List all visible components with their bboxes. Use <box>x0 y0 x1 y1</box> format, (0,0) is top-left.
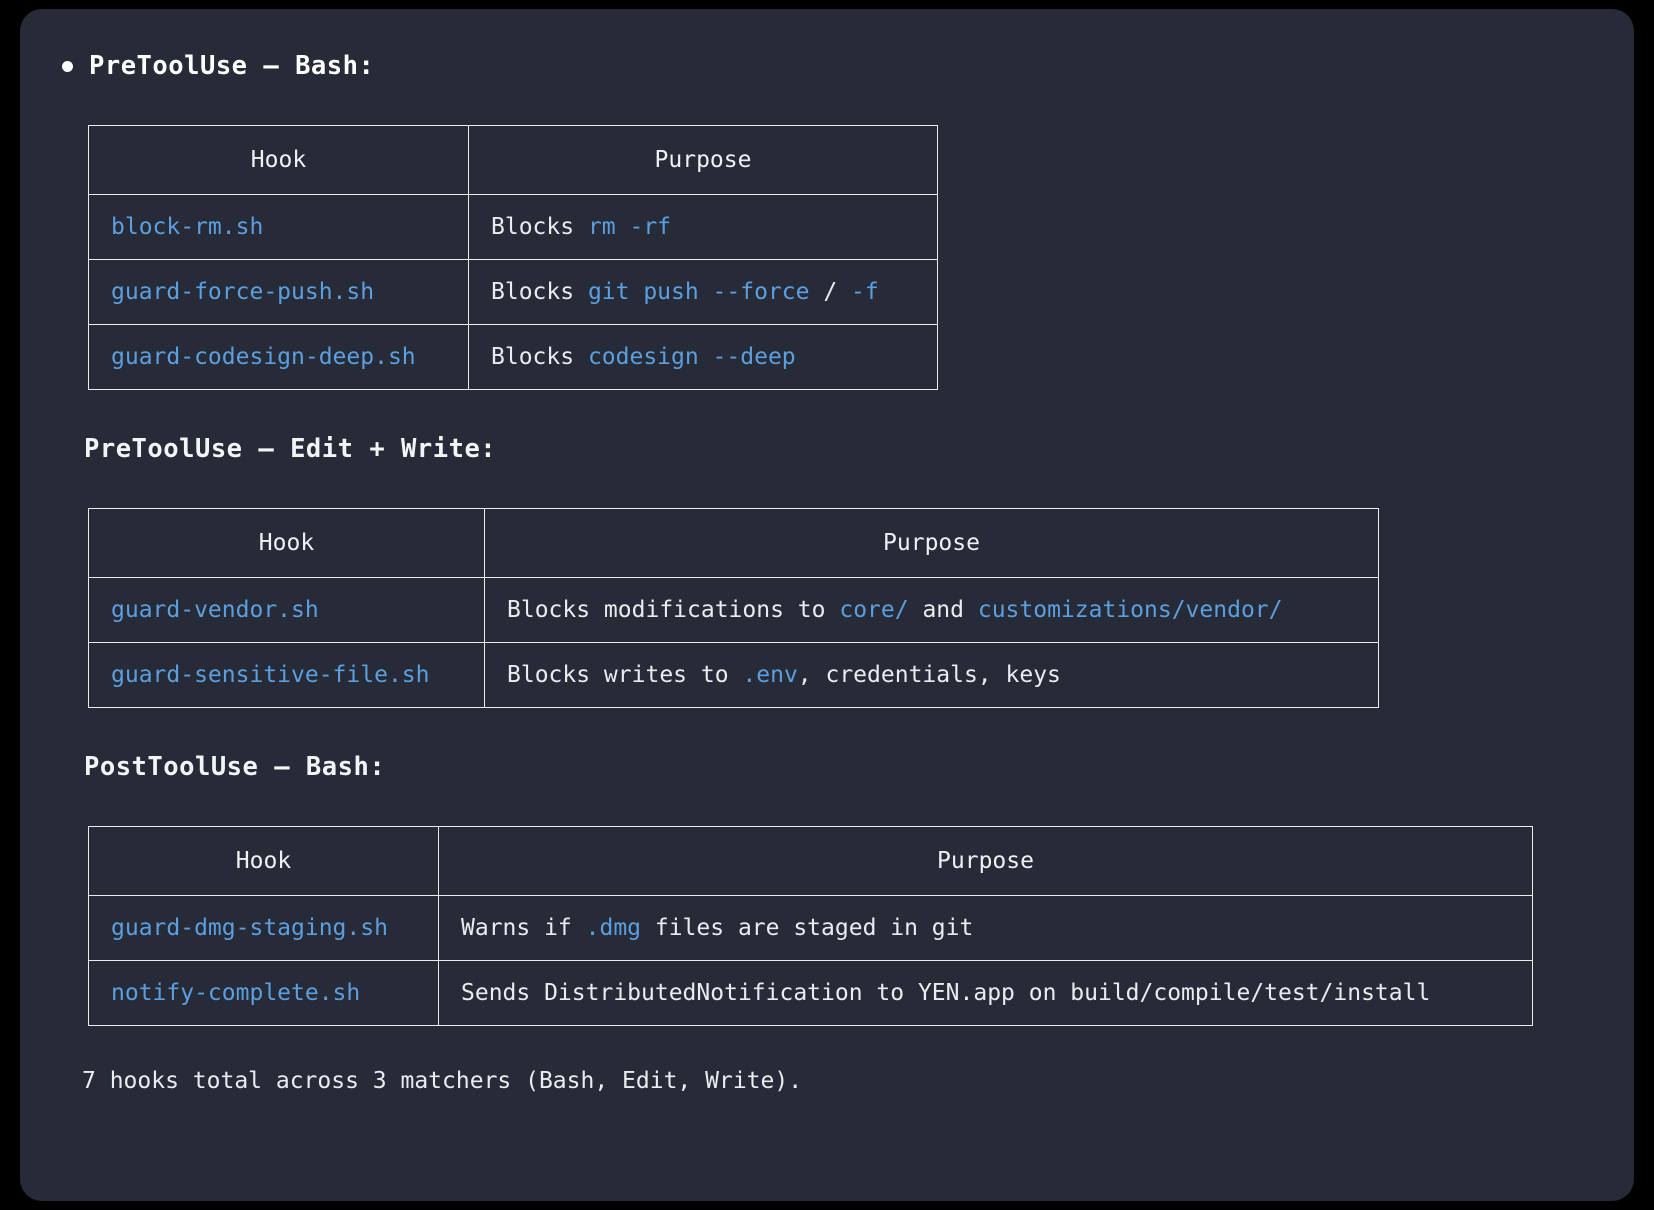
table-body: guard-vendor.sh Blocks modifications to … <box>88 577 1379 708</box>
purpose-cell: Blocks modifications to core/ and custom… <box>484 577 1379 643</box>
code-fragment: core/ <box>839 597 909 623</box>
code-fragment: -f <box>851 279 879 305</box>
purpose-cell: Blocks writes to .env, credentials, keys <box>484 642 1379 708</box>
hook-name-cell: guard-vendor.sh <box>88 577 485 643</box>
purpose-cell: Warns if .dmg files are staged in git <box>438 895 1533 961</box>
purpose-text: and <box>908 597 978 623</box>
purpose-text: Blocks modifications to <box>507 597 840 623</box>
purpose-text: Blocks <box>491 344 588 370</box>
hook-name-cell: guard-force-push.sh <box>88 259 469 325</box>
section-heading-pretooluse-edit-write: PreToolUse — Edit + Write: <box>84 434 1594 464</box>
table-header-row: Hook Purpose <box>88 508 1379 578</box>
hook-name-cell: guard-sensitive-file.sh <box>88 642 485 708</box>
hooks-table-wrapper-1: Hook Purpose block-rm.sh Blocks rm -rf g… <box>88 125 1594 390</box>
table-row: guard-sensitive-file.sh Blocks writes to… <box>88 642 1379 708</box>
summary-text: 7 hooks total across 3 matchers (Bash, E… <box>82 1068 803 1094</box>
code-fragment: customizations/vendor/ <box>977 597 1283 623</box>
code-fragment: .env <box>742 662 798 688</box>
purpose-text: Warns if <box>461 915 586 941</box>
code-fragment: codesign --deep <box>587 344 796 370</box>
column-header-purpose: Purpose <box>468 125 938 195</box>
hook-name-cell: guard-codesign-deep.sh <box>88 324 469 390</box>
code-fragment: rm -rf <box>587 214 672 240</box>
hooks-table-pretooluse-bash: Hook Purpose block-rm.sh Blocks rm -rf g… <box>88 125 938 390</box>
table-row: block-rm.sh Blocks rm -rf <box>88 194 938 260</box>
code-fragment: git push --force <box>587 279 810 305</box>
table-row: guard-dmg-staging.sh Warns if .dmg files… <box>88 895 1533 961</box>
hooks-table-wrapper-3: Hook Purpose guard-dmg-staging.sh Warns … <box>88 826 1594 1026</box>
table-row: guard-vendor.sh Blocks modifications to … <box>88 577 1379 643</box>
purpose-text: files are staged in git <box>641 915 974 941</box>
hooks-table-posttooluse-bash: Hook Purpose guard-dmg-staging.sh Warns … <box>88 826 1533 1026</box>
purpose-text: Blocks <box>491 214 588 240</box>
table-row: guard-codesign-deep.sh Blocks codesign -… <box>88 324 938 390</box>
column-header-hook: Hook <box>88 826 439 896</box>
hook-name-cell: notify-complete.sh <box>88 960 439 1026</box>
table-body: guard-dmg-staging.sh Warns if .dmg files… <box>88 895 1533 1026</box>
heading-text: PreToolUse — Edit + Write: <box>84 434 497 464</box>
purpose-text: , credentials, keys <box>797 662 1061 688</box>
column-header-purpose: Purpose <box>484 508 1379 578</box>
heading-text: PostToolUse — Bash: <box>84 752 386 782</box>
bullet-icon <box>62 60 73 72</box>
purpose-cell: Blocks rm -rf <box>468 194 938 260</box>
purpose-text: Blocks <box>491 279 588 305</box>
table-header-row: Hook Purpose <box>88 125 938 195</box>
purpose-text: Sends DistributedNotification to YEN.app… <box>461 980 1431 1006</box>
column-header-hook: Hook <box>88 508 485 578</box>
content-card: PreToolUse — Bash: Hook Purpose block-rm… <box>20 9 1634 1201</box>
column-header-purpose: Purpose <box>438 826 1533 896</box>
hook-name-cell: block-rm.sh <box>88 194 469 260</box>
column-header-hook: Hook <box>88 125 469 195</box>
heading-text: PreToolUse — Bash: <box>89 51 375 81</box>
hook-name-cell: guard-dmg-staging.sh <box>88 895 439 961</box>
hooks-table-pretooluse-edit-write: Hook Purpose guard-vendor.sh Blocks modi… <box>88 508 1379 708</box>
purpose-text: / <box>809 279 852 305</box>
hooks-table-wrapper-2: Hook Purpose guard-vendor.sh Blocks modi… <box>88 508 1594 708</box>
purpose-cell: Sends DistributedNotification to YEN.app… <box>438 960 1533 1026</box>
table-row: guard-force-push.sh Blocks git push --fo… <box>88 259 938 325</box>
purpose-text: Blocks writes to <box>507 662 743 688</box>
table-body: block-rm.sh Blocks rm -rf guard-force-pu… <box>88 194 938 390</box>
table-row: notify-complete.sh Sends DistributedNoti… <box>88 960 1533 1026</box>
section-heading-posttooluse-bash: PostToolUse — Bash: <box>84 752 1594 782</box>
table-header-row: Hook Purpose <box>88 826 1533 896</box>
section-heading-pretooluse-bash: PreToolUse — Bash: <box>62 51 1594 81</box>
purpose-cell: Blocks codesign --deep <box>468 324 938 390</box>
code-fragment: .dmg <box>585 915 642 941</box>
purpose-cell: Blocks git push --force / -f <box>468 259 938 325</box>
